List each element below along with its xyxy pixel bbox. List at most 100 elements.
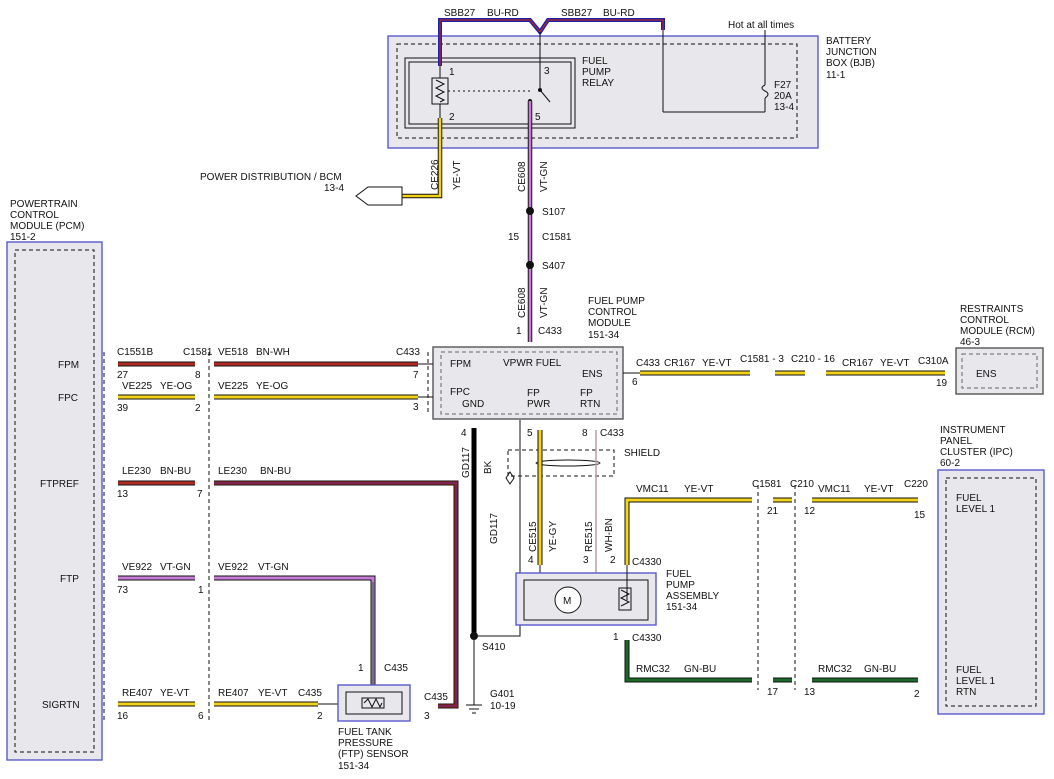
fuel-pump-assembly: M 4 3 2 C4330 1 C4330 FUEL PUMP ASSEMBLY…	[515, 555, 719, 644]
fpcm-pin-pwr: PWR	[527, 399, 550, 410]
ce226-color: YE-VT	[452, 161, 463, 190]
fpa-name-1: FUEL	[666, 569, 692, 580]
fuel-pump-control-module: 1 C433 FUEL PUMP CONTROL MODULE 151-34 F…	[413, 296, 645, 439]
sbb27-right-circuit: SBB27	[561, 8, 593, 19]
rcm-ref: 46-3	[960, 337, 980, 348]
relay-pin2: 2	[449, 112, 455, 123]
fpcm-pin6: 6	[632, 377, 638, 388]
ce608-top-circuit: CE608	[517, 161, 528, 192]
ftp-circuit2: VE922	[218, 562, 248, 573]
ens-conn-a: C1581 - 3	[740, 354, 784, 365]
fpa-pin1: 1	[613, 632, 619, 643]
fpcm-pin4: 4	[461, 428, 467, 439]
pcm-name-1: POWERTRAIN	[10, 199, 78, 210]
ftp-sensor-name-2: PRESSURE	[338, 738, 393, 749]
hot-note: Hot at all times	[728, 20, 794, 31]
fpcm-pin-fpm: FPM	[450, 359, 471, 370]
fpa-pin2: 2	[610, 555, 616, 566]
ftpref-color1: BN-BU	[160, 466, 191, 477]
relay-name-3: RELAY	[582, 78, 614, 89]
re515-circuit: RE515	[584, 521, 595, 552]
bjb-name-1: BATTERY	[826, 36, 872, 47]
fpm-conn1: C1551B	[117, 347, 153, 358]
fpc-pin2: 2	[195, 403, 201, 414]
ftpref-wire: LE230 BN-BU LE230 BN-BU 13 7	[117, 466, 459, 709]
ens-conn-b: C210 - 16	[791, 354, 835, 365]
ens-color2: YE-VT	[880, 358, 909, 369]
ftp-color1: VT-GN	[160, 562, 191, 573]
fpc-circuit1: VE225	[122, 381, 152, 392]
sbb27-right-color: BU-RD	[603, 8, 635, 19]
vmc11-circuit2: VMC11	[818, 484, 851, 495]
re515-color: WH-BN	[604, 518, 615, 552]
vmc11-circuit: VMC11	[636, 484, 669, 495]
pcm-pin-ftpref: FTPREF	[40, 479, 79, 490]
ipc-name-2: PANEL	[940, 436, 972, 447]
pcm-pin-sigrtn: SIGRTN	[42, 700, 80, 711]
fpc-color1: YE-OG	[160, 381, 192, 392]
fpc-pin39: 39	[117, 403, 129, 414]
fpm-color: BN-WH	[256, 347, 290, 358]
rmc32-pin13: 13	[804, 687, 816, 698]
ground-name: G401	[490, 689, 515, 700]
bjb-name-2: JUNCTION	[826, 47, 877, 58]
rcm-pin-ens: ENS	[976, 369, 997, 380]
ftp-sensor-name-1: FUEL TANK	[338, 727, 392, 738]
rmc32-wire: RMC32 GN-BU RMC32 GN-BU 17 13 2	[624, 640, 920, 700]
fpcm-pin5: 5	[527, 428, 533, 439]
rmc32-circuit: RMC32	[636, 664, 670, 675]
ftp-sensor: 1 C435 3 C435 FUEL TANK PRESSURE (FTP) S…	[337, 663, 448, 772]
ftp-sensor-pin3: 3	[424, 711, 430, 722]
ftp-wire: VE922 VT-GN VE922 VT-GN 73 1	[117, 562, 376, 690]
vmc11-conn-c: C220	[904, 479, 928, 490]
ftp-sensor-pin1: 1	[358, 663, 364, 674]
ftp-sensor-ref: 151-34	[338, 761, 370, 772]
fpcm-pin-fp-b: FP	[580, 388, 593, 399]
ce515-circuit: CE515	[528, 521, 539, 552]
relay-pin3: 3	[544, 66, 550, 77]
vmc11-pin15: 15	[914, 510, 926, 521]
ftp-pin1: 1	[198, 585, 204, 596]
fpcm-pin-fpc: FPC	[450, 387, 470, 398]
sigrtn-wire: RE407 YE-VT RE407 YE-VT C435 16 6 2	[117, 688, 340, 722]
vmc11-conn-a: C1581	[752, 479, 782, 490]
fpcm-pin-rtn: RTN	[580, 399, 600, 410]
fpcm-ref: 151-34	[588, 330, 620, 341]
pcm-ref: 151-2	[10, 232, 36, 243]
vmc11-wire: VMC11 YE-VT C1581 C210 VMC11 YE-VT C220 …	[624, 479, 928, 600]
ens-pin19: 19	[936, 378, 948, 389]
fpa-pin3: 3	[583, 555, 589, 566]
ce226-circuit: CE226	[430, 159, 441, 190]
fpcm-pin7: 7	[413, 370, 419, 381]
ce608-bot-color: VT-GN	[539, 287, 550, 318]
fpcm-pin3: 3	[413, 402, 419, 413]
ipc-name-3: CLUSTER (IPC)	[940, 447, 1013, 458]
power-dist-ref: 13-4	[324, 183, 344, 194]
ipc-name-1: INSTRUMENT	[940, 425, 1006, 436]
fpm-wire: C1551B C1581 VE518 BN-WH C433 27 8	[117, 347, 433, 381]
rcm-name-1: RESTRAINTS	[960, 304, 1024, 315]
relay-name-1: FUEL	[582, 56, 608, 67]
ftpref-pin7: 7	[197, 489, 203, 500]
fpc-wire: VE225 YE-OG VE225 YE-OG 39 2	[117, 381, 433, 414]
vmc11-conn-b: C210	[790, 479, 814, 490]
ipc-pin-a1: FUEL	[956, 493, 982, 504]
fpcm-name-3: MODULE	[588, 318, 631, 329]
gd117-color: BK	[483, 460, 494, 474]
fpcm-pin-gnd: GND	[462, 399, 484, 410]
sbb27-left-circuit: SBB27	[444, 8, 476, 19]
ipc-pin-a2: LEVEL 1	[956, 504, 996, 515]
fpa-conn-top: C4330	[632, 557, 662, 568]
ens-color: YE-VT	[702, 358, 731, 369]
ftp-sensor-name-3: (FTP) SENSOR	[338, 749, 409, 760]
ftp-pin73: 73	[117, 585, 129, 596]
sig-pin16: 16	[117, 711, 129, 722]
relay-pin5: 5	[535, 112, 541, 123]
ens-wire: C433 CR167 YE-VT C1581 - 3 C210 - 16 CR1…	[623, 354, 949, 389]
ipc-ref: 60-2	[940, 458, 960, 469]
fpcm-pin-fp-a: FP	[527, 388, 540, 399]
ce226-wire: POWER DISTRIBUTION / BCM 13-4 CE226 YE-V…	[200, 118, 463, 206]
fpm-conn2: C1581	[183, 347, 213, 358]
pcm-module: POWERTRAIN CONTROL MODULE (PCM) 151-2 FP…	[6, 199, 103, 761]
